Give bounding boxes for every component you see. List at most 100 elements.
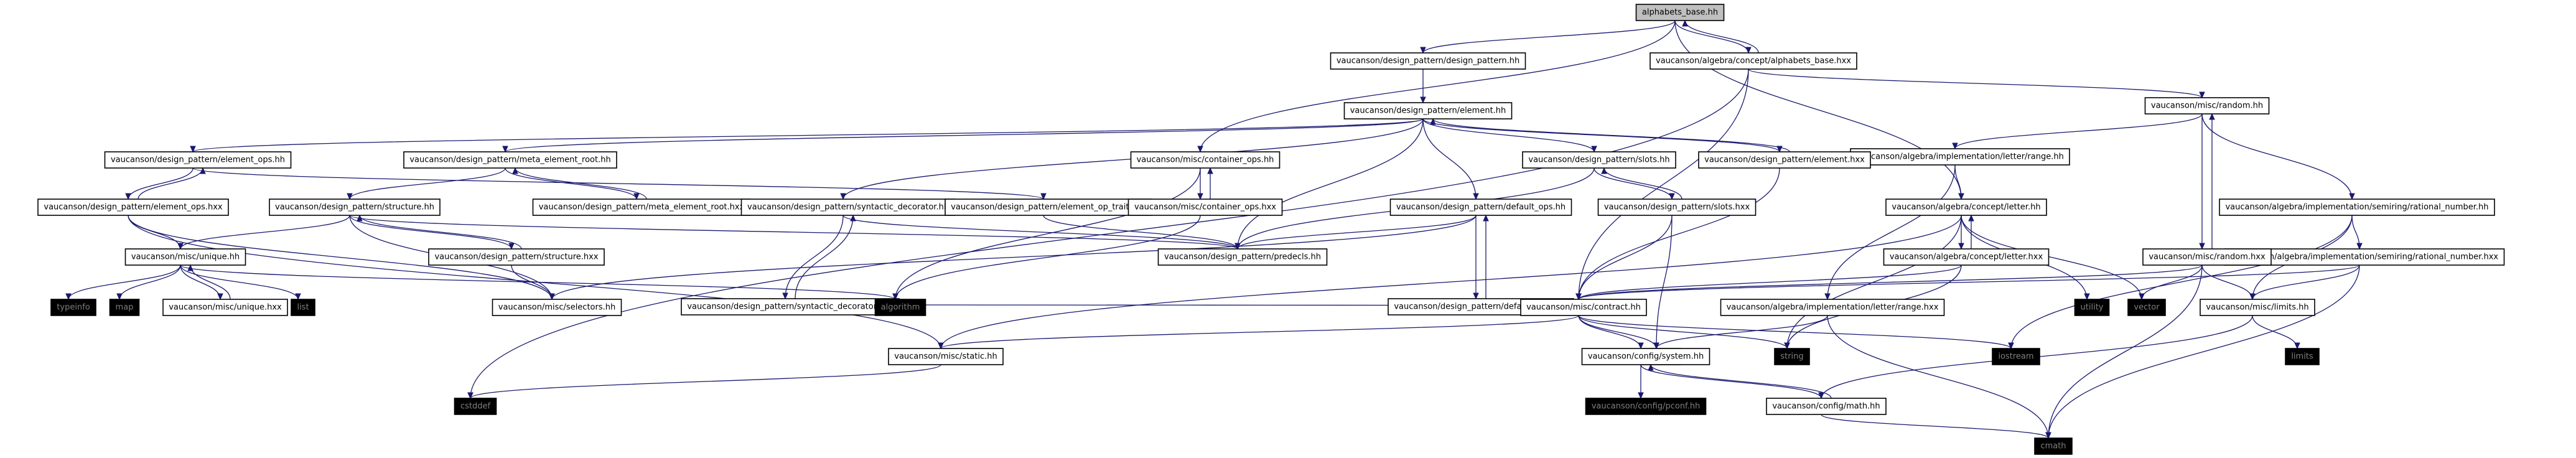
node-structure-hh[interactable]: vaucanson/design_pattern/structure.hh <box>269 199 441 216</box>
node-limits: limits <box>2285 348 2320 365</box>
node-rational-number-hh[interactable]: vaucanson/algebra/implementation/semirin… <box>2219 199 2495 216</box>
edge-line <box>1656 215 1673 349</box>
arrowhead <box>1040 193 1047 200</box>
node-math-hh[interactable]: vaucanson/config/math.hh <box>1766 398 1887 415</box>
node-limits-hh[interactable]: vaucanson/misc/limits.hh <box>2200 299 2315 316</box>
node-default-ops-hh[interactable]: vaucanson/design_pattern/default_ops.hh <box>1389 199 1572 216</box>
node-vector: vector <box>2127 299 2166 316</box>
edge-line <box>470 68 1749 399</box>
edge-line <box>1578 264 2203 300</box>
arrowhead <box>1958 243 1964 250</box>
node-box <box>1650 52 1857 70</box>
edge-line <box>1827 315 2049 439</box>
node-label: vaucanson/design_pattern/element.hh <box>1350 106 1506 116</box>
edge-element-hh-to-meta-element-root-hh <box>502 118 1424 153</box>
node-random-hxx[interactable]: vaucanson/misc/random.hxx <box>2142 248 2272 266</box>
edge-system-hh-to-math-hh <box>1640 364 1824 400</box>
node-string: string <box>1774 348 1810 365</box>
node-alphabets-base-hh[interactable]: alphabets_base.hh <box>1635 4 1725 21</box>
arrowhead <box>1745 47 1752 54</box>
arrowhead <box>1420 47 1426 54</box>
node-algorithm: algorithm <box>874 299 926 316</box>
arrowhead <box>347 193 353 200</box>
node-design-pattern-hh[interactable]: vaucanson/design_pattern/design_pattern.… <box>1330 52 1526 70</box>
edge-default-ops-hh-to-predecls-hh <box>1234 215 1477 250</box>
arrowhead <box>2199 243 2205 250</box>
node-label: cstddef <box>460 402 491 411</box>
edge-meta-element-root-hxx-to-meta-element-root-hh <box>512 167 647 200</box>
node-label: vaucanson/design_pattern/element_op_trai… <box>951 203 1146 212</box>
node-label: vaucanson/misc/container_ops.hxx <box>1134 203 1276 212</box>
node-element-ops-hxx[interactable]: vaucanson/design_pattern/element_ops.hxx <box>37 199 229 216</box>
node-meta-element-root-hh[interactable]: vaucanson/design_pattern/meta_element_ro… <box>403 151 617 169</box>
edge-line <box>192 118 1424 152</box>
node-letter-hh[interactable]: vaucanson/algebra/concept/letter.hh <box>1885 199 2047 216</box>
edge-contract-hh-to-string <box>1578 315 1790 350</box>
node-label: vaucanson/misc/random.hh <box>2151 101 2263 111</box>
node-label: utility <box>2081 303 2104 312</box>
edge-line <box>470 364 941 399</box>
node-syntactic-decorator-hxx[interactable]: vaucanson/design_pattern/syntactic_decor… <box>681 298 900 315</box>
node-iostream: iostream <box>1992 348 2040 365</box>
arrowhead <box>2294 342 2300 350</box>
node-container-ops-hh[interactable]: vaucanson/misc/container_ops.hh <box>1130 151 1281 169</box>
node-slots-hxx[interactable]: vaucanson/design_pattern/slots.hxx <box>1597 199 1757 216</box>
edge-alphabets-base-hh-to-design-pattern-hh <box>1420 20 1676 54</box>
node-syntactic-decorator-hh[interactable]: vaucanson/design_pattern/syntactic_decor… <box>740 199 956 216</box>
edge-line <box>1578 315 2012 349</box>
node-box <box>874 299 926 316</box>
node-unique-hh[interactable]: vaucanson/misc/unique.hh <box>124 248 246 266</box>
edge-line <box>1786 215 1962 349</box>
node-selectors-hh[interactable]: vaucanson/misc/selectors.hh <box>492 299 622 316</box>
node-static-hh[interactable]: vaucanson/misc/static.hh <box>888 348 1004 365</box>
node-alphabets-base-hxx[interactable]: vaucanson/algebra/concept/alphabets_base… <box>1650 52 1857 70</box>
edge-letter-range-hh-to-letter-hh <box>1954 164 1964 200</box>
edge-alphabets-base-hh-to-container-ops-hh <box>1197 20 1676 153</box>
node-box <box>1127 199 1283 216</box>
edge-random-hh-to-rational-number-hh <box>2201 113 2355 200</box>
node-label: vaucanson/design_pattern/structure.hxx <box>434 253 598 262</box>
node-element-hxx[interactable]: vaucanson/design_pattern/element.hxx <box>1698 151 1871 169</box>
edge-contract-hh-to-system-hh <box>1578 315 1644 350</box>
node-structure-hxx[interactable]: vaucanson/design_pattern/structure.hxx <box>428 248 605 266</box>
edge-structure-hh-to-structure-hxx <box>349 215 515 250</box>
node-label: vaucanson/design_pattern/element_ops.hxx <box>44 203 223 212</box>
edge-line <box>2048 264 2360 439</box>
node-label: vaucanson/algebra/concept/alphabets_base… <box>1656 57 1851 66</box>
node-label: vaucanson/design_pattern/structure.hh <box>275 203 434 212</box>
node-label: vaucanson/config/math.hh <box>1772 402 1880 411</box>
node-element-hh[interactable]: vaucanson/design_pattern/element.hh <box>1343 102 1513 119</box>
arrowhead <box>1968 214 1974 222</box>
node-label: limits <box>2291 352 2313 362</box>
node-box <box>888 348 1004 365</box>
edge-line <box>1640 364 1822 399</box>
arrowhead <box>512 167 518 174</box>
node-slots-hh[interactable]: vaucanson/design_pattern/slots.hh <box>1522 151 1676 169</box>
node-list: list <box>291 299 315 316</box>
node-predecls-hh[interactable]: vaucanson/design_pattern/predecls.hh <box>1157 248 1328 266</box>
arrowhead <box>1430 118 1436 125</box>
node-meta-element-root-hxx[interactable]: vaucanson/design_pattern/meta_element_ro… <box>532 199 751 216</box>
node-system-hh[interactable]: vaucanson/config/system.hh <box>1581 348 1710 365</box>
edge-alphabets-base-hxx-to-cstddef <box>467 68 1749 400</box>
arrowhead <box>1818 392 1824 400</box>
node-unique-hxx[interactable]: vaucanson/misc/unique.hxx <box>162 299 288 316</box>
arrowhead <box>1483 214 1489 222</box>
edge-element-hh-to-default-ops-hh <box>1422 118 1479 200</box>
node-letter-range-hxx[interactable]: vaucanson/algebra/implementation/letter/… <box>1720 299 1945 316</box>
edge-line <box>128 215 181 250</box>
edge-element-ops-hxx-to-element-ops-hh <box>138 167 206 200</box>
edge-layer <box>65 19 2363 439</box>
edge-line <box>1578 315 1641 349</box>
node-box <box>492 299 622 316</box>
node-contract-hh[interactable]: vaucanson/misc/contract.hh <box>1520 299 1647 316</box>
node-label: vaucanson/design_pattern/element_ops.hh <box>111 156 285 165</box>
node-letter-hxx[interactable]: vaucanson/algebra/concept/letter.hxx <box>1883 248 2050 266</box>
node-element-op-traits-hh[interactable]: vaucanson/design_pattern/element_op_trai… <box>945 199 1152 216</box>
arrowhead <box>1473 292 1479 300</box>
node-random-hh[interactable]: vaucanson/misc/random.hh <box>2144 97 2270 115</box>
node-letter-range-hh[interactable]: vaucanson/algebra/implementation/letter/… <box>1850 148 2070 166</box>
edge-element-ops-hh-to-element-ops-hxx <box>125 167 194 200</box>
node-container-ops-hxx[interactable]: vaucanson/misc/container_ops.hxx <box>1127 199 1283 216</box>
node-element-ops-hh[interactable]: vaucanson/design_pattern/element_ops.hh <box>104 151 292 169</box>
